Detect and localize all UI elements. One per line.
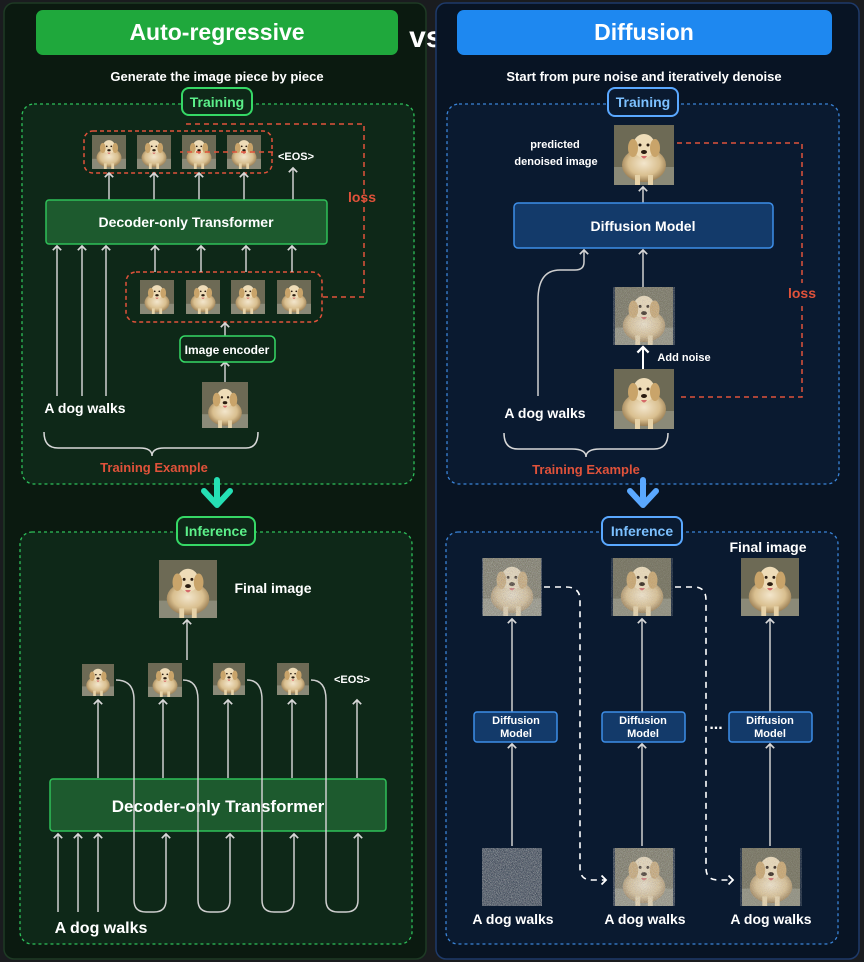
- step2-output-image: [611, 558, 673, 616]
- step1-to-step2-dashed-arrow: [544, 586, 608, 886]
- add-noise-label: Add noise: [657, 352, 710, 364]
- inference-prompt: A dog walks: [55, 920, 148, 937]
- inference-transformer-label: Decoder-only Transformer: [112, 797, 325, 816]
- left-subtitle: Generate the image piece by piece: [110, 69, 323, 84]
- step2-model-label-line2: Model: [627, 728, 659, 740]
- inference-output-arrows: [93, 698, 362, 778]
- diffusion-model-label: Diffusion Model: [591, 218, 696, 234]
- pure-noise-image: [482, 848, 542, 906]
- right-title: Diffusion: [594, 19, 694, 45]
- loss-path: [180, 123, 365, 298]
- left-title: Auto-regressive: [129, 19, 304, 45]
- left-training-badge: [181, 87, 253, 116]
- right-training-badge: [607, 87, 679, 117]
- predicted-denoised-image: [614, 125, 674, 185]
- left-inference-region: [19, 531, 413, 945]
- right-prompt: A dog walks: [504, 405, 585, 421]
- step3-model-label-line1: Diffusion: [746, 715, 794, 727]
- step3-diffusion-model: [728, 711, 813, 743]
- left-down-arrow: [201, 477, 233, 508]
- left-inference-badge-label: Inference: [185, 523, 247, 539]
- right-training-example-label: Training Example: [532, 462, 640, 477]
- transformer-label: Decoder-only Transformer: [98, 214, 274, 230]
- step2-prompt: A dog walks: [604, 911, 685, 927]
- output-token-image-1: [92, 135, 126, 169]
- inference-token-image-2: [148, 663, 182, 697]
- step1-diffusion-model: [473, 711, 558, 743]
- input-token-image-2: [186, 280, 220, 314]
- noisy-training-image: [613, 287, 675, 345]
- image-encoder-block: [179, 335, 276, 363]
- eos-label: <EOS>: [278, 151, 314, 163]
- training-example-brace: [43, 431, 259, 457]
- left-final-image-label: Final image: [234, 580, 311, 596]
- predicted-label-line2: denoised image: [514, 156, 597, 168]
- left-title-banner: [36, 10, 398, 55]
- training-input-image: [202, 382, 248, 428]
- right-final-image-label: Final image: [729, 539, 806, 555]
- step2-model-label-line1: Diffusion: [619, 715, 667, 727]
- inference-final-image: [741, 558, 799, 616]
- right-title-banner: [457, 10, 832, 55]
- inference-token-image-4: [277, 663, 309, 695]
- right-loss-path: [677, 142, 803, 398]
- inference-eos-label: <EOS>: [334, 674, 370, 686]
- step1-model-label-line1: Diffusion: [492, 715, 540, 727]
- step2-diffusion-model: [601, 711, 686, 743]
- right-inference-badge-label: Inference: [611, 523, 673, 539]
- image-encoder-label: Image encoder: [185, 343, 270, 357]
- right-subtitle: Start from pure noise and iteratively de…: [506, 69, 781, 84]
- step3-prompt: A dog walks: [730, 911, 811, 927]
- right-training-badge-label: Training: [616, 94, 670, 110]
- step1-model-label-line2: Model: [500, 728, 532, 740]
- right-loss-label: loss: [788, 285, 816, 301]
- transformer-input-arrows: [52, 244, 297, 396]
- predicted-label-line1: predicted: [530, 139, 580, 151]
- step1-prompt: A dog walks: [472, 911, 553, 927]
- left-inference-badge: [176, 516, 256, 546]
- diffusion-model-block: [513, 202, 774, 249]
- step3-model-label-line2: Model: [754, 728, 786, 740]
- step1-output-image: [482, 558, 542, 616]
- final-image: [159, 560, 217, 618]
- input-token-image-4: [277, 280, 311, 314]
- prompt-to-model-arrow: [537, 248, 589, 396]
- autoregressive-feedback-loops: [53, 679, 363, 913]
- steps-ellipsis: ...: [709, 716, 722, 733]
- right-loss-label-bg: [782, 283, 822, 305]
- left-training-badge-label: Training: [190, 94, 244, 110]
- right-down-arrow: [627, 477, 659, 508]
- step2-to-step3-dashed-arrow: [675, 586, 735, 886]
- output-token-image-2: [137, 135, 171, 169]
- clean-training-image: [614, 369, 674, 429]
- inference-token-image-3: [213, 663, 245, 695]
- right-training-example-brace: [503, 432, 669, 458]
- right-inference-badge: [601, 516, 683, 546]
- loss-label: loss: [348, 189, 376, 205]
- transformer-block: [45, 199, 328, 245]
- input-token-image-1: [140, 280, 174, 314]
- input-token-image-3: [231, 280, 265, 314]
- transformer-output-arrows: [104, 166, 298, 200]
- step2-input-image: [613, 848, 675, 906]
- inference-token-image-1: [82, 664, 114, 696]
- training-example-label: Training Example: [100, 460, 208, 475]
- left-prompt: A dog walks: [44, 400, 125, 416]
- step3-input-image: [740, 848, 802, 906]
